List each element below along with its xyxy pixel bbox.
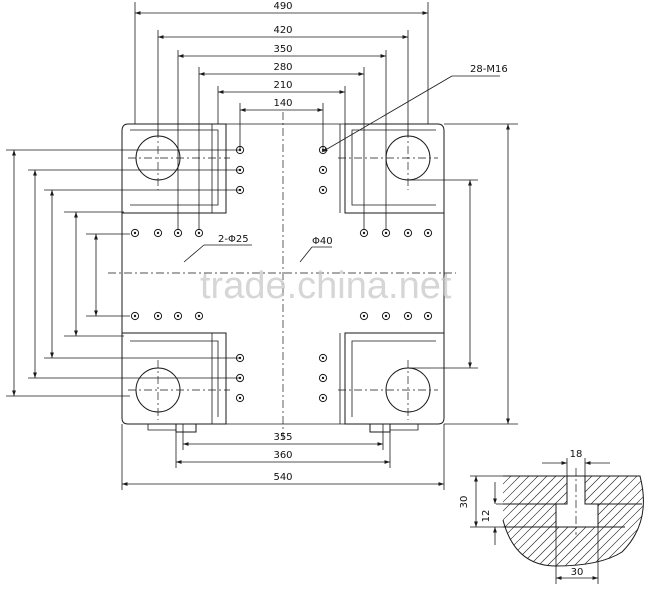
threaded-hole-center (321, 356, 325, 360)
hatch-line (503, 476, 518, 566)
dim-490-label: 490 (273, 1, 292, 12)
center-lines (108, 112, 456, 440)
hole-callout-25: 2-Φ25 (218, 234, 249, 245)
section-hatch (380, 470, 644, 580)
dim-540-label: 540 (273, 472, 292, 483)
threaded-hole-center (176, 231, 180, 235)
threaded-hole-center (321, 168, 325, 172)
dim-140-label: 140 (273, 98, 292, 109)
threaded-hole-center (156, 231, 160, 235)
threaded-hole-center (133, 314, 137, 318)
dim-355-label: 355 (273, 432, 292, 443)
dim-360-label: 360 (273, 450, 292, 461)
threaded-hole-center (362, 314, 366, 318)
threaded-hole-center (156, 314, 160, 318)
detail-dim-12: 12 (481, 510, 492, 523)
section-detail: 18 30 12 30 (380, 449, 644, 584)
hatch-line (503, 476, 572, 566)
platen-outline (121, 123, 445, 433)
detail-dim-30-bottom: 30 (571, 567, 584, 578)
hatch-line (568, 476, 644, 566)
detail-dim-30-left: 30 (459, 496, 470, 509)
detail-dim-18: 18 (570, 449, 583, 460)
top-dimension-labels: 490 420 350 280 210 140 (273, 1, 292, 109)
dim-350-label: 350 (273, 44, 292, 55)
callouts: 28-M16 2-Φ25 Φ40 (183, 64, 508, 263)
threaded-hole-center (406, 231, 410, 235)
hatch-line (503, 476, 554, 566)
threaded-hole-center (321, 376, 325, 380)
hatch-line (622, 476, 644, 566)
threaded-hole-center (426, 314, 430, 318)
hole-callout-40: Φ40 (312, 236, 333, 247)
dim-280-label: 280 (273, 62, 292, 73)
threaded-hole-center (406, 314, 410, 318)
hatch-line (604, 476, 644, 566)
bottom-dimensions: 355 360 540 (121, 424, 445, 490)
top-dimensions (134, 2, 429, 230)
hatch-line (503, 476, 509, 566)
right-dimensions (408, 123, 518, 425)
hatch-line (631, 476, 644, 566)
hatch-line (380, 470, 490, 580)
hatch-line (503, 476, 536, 566)
threaded-hole-center (321, 396, 325, 400)
threaded-hole-center (197, 231, 201, 235)
threaded-hole-center (362, 231, 366, 235)
hatch-line (503, 476, 563, 566)
hatch-line (503, 476, 527, 566)
threaded-hole-center (321, 188, 325, 192)
dim-210-label: 210 (273, 80, 292, 91)
threaded-hole-center (384, 314, 388, 318)
hatch-line (559, 476, 644, 566)
hatch-line (503, 476, 581, 566)
watermark: trade.china.net (200, 265, 452, 307)
threaded-hole-center (426, 231, 430, 235)
threaded-hole-center (384, 231, 388, 235)
hatch-line (503, 476, 545, 566)
threaded-hole-center (133, 231, 137, 235)
threaded-hole-center (197, 314, 201, 318)
threaded-hole-center (176, 314, 180, 318)
dim-420-label: 420 (273, 25, 292, 36)
hatch-line (613, 476, 644, 566)
left-dimensions (6, 149, 240, 397)
thread-callout: 28-M16 (470, 64, 508, 75)
threaded-hole-center (238, 396, 242, 400)
